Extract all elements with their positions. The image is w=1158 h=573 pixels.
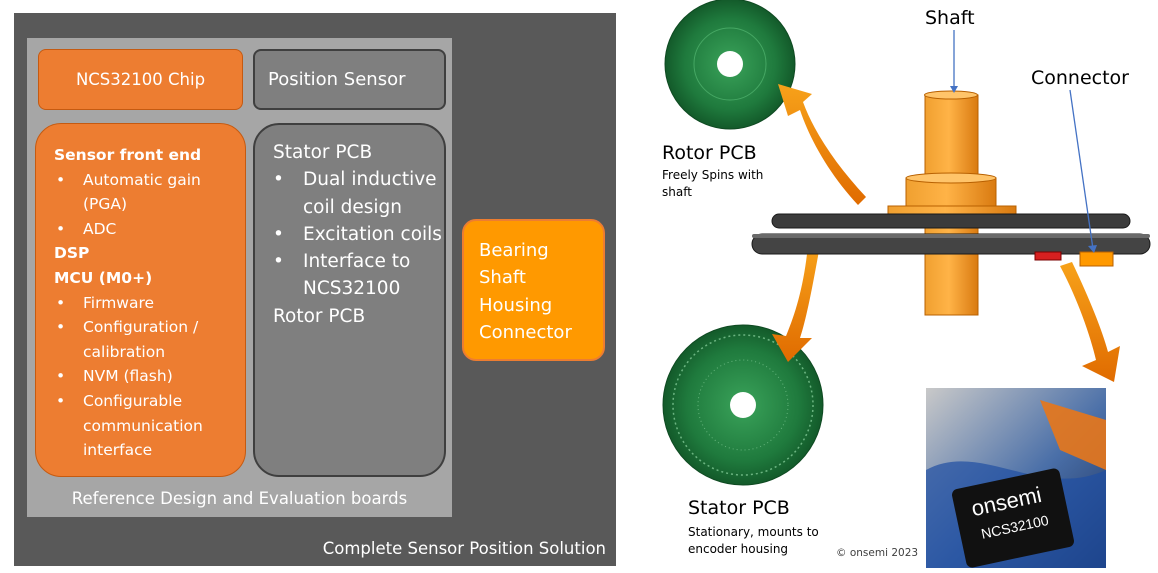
complete-solution-label: Complete Sensor Position Solution	[322, 539, 606, 558]
stator-pcb-box: Stator PCB Dual inductive coil design Ex…	[253, 123, 446, 477]
stator-pcb-caption: Stationary, mounts to encoder housing	[688, 525, 819, 556]
mcu-item: Configuration / calibration	[54, 315, 245, 364]
mcu-item: Firmware	[54, 291, 245, 316]
stator-item: Excitation coils	[273, 221, 444, 249]
rotor-pcb-image	[664, 0, 796, 130]
chip-arrow	[1060, 262, 1120, 382]
rotor-pcb-caption: Freely Spins with shaft	[662, 168, 764, 199]
ncs32100-chip-box: NCS32100 Chip	[38, 49, 243, 110]
dsp-heading: DSP	[54, 244, 90, 263]
chip-box-label: NCS32100 Chip	[75, 70, 206, 89]
shaft-label: Shaft	[925, 7, 975, 29]
front-end-item: Automatic gain (PGA)	[54, 168, 245, 217]
bearing-label: Bearing	[479, 240, 549, 261]
stator-item: Interface to NCS32100	[273, 248, 444, 303]
stator-arrow	[772, 245, 820, 362]
rotor-arrow	[778, 84, 866, 205]
position-sensor-label: Position Sensor	[268, 69, 406, 90]
connector-part-label: Connector	[479, 321, 572, 343]
stator-pcb-image	[662, 324, 824, 486]
housing-label: Housing	[479, 294, 553, 316]
ncs32100-chip-photo: onsemi NCS32100	[926, 388, 1106, 568]
connector-label: Connector	[1031, 67, 1129, 89]
position-sensor-box: Position Sensor	[253, 49, 446, 110]
stator-pcb-label: Stator PCB	[688, 497, 790, 519]
stator-item: Dual inductive coil design	[273, 166, 444, 221]
reference-design-label: Reference Design and Evaluation boards	[71, 489, 408, 508]
front-end-item: ADC	[54, 217, 245, 242]
stator-heading: Stator PCB	[273, 142, 373, 163]
mechanical-parts-box: Bearing Shaft Housing Connector	[462, 219, 605, 361]
copyright-text: © onsemi 2023	[836, 547, 919, 559]
front-end-heading: Sensor front end	[54, 146, 202, 164]
mcu-item: NVM (flash)	[54, 364, 245, 389]
mcu-heading: MCU (M0+)	[54, 268, 153, 287]
rotor-pcb-footer: Rotor PCB	[273, 305, 366, 327]
shaft-part-label: Shaft	[479, 267, 526, 289]
rotor-pcb-label: Rotor PCB	[662, 142, 757, 164]
mcu-item: Configurable communication interface	[54, 389, 245, 463]
shaft-assembly	[751, 90, 1151, 316]
sensor-front-end-box: Sensor front end Automatic gain (PGA) AD…	[35, 123, 246, 477]
